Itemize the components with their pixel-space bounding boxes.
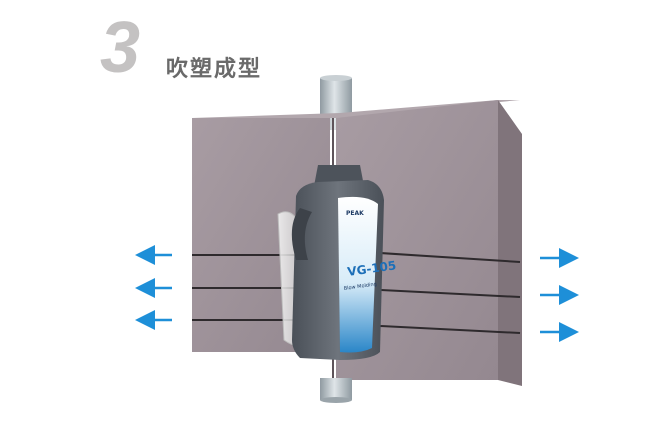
left-arrows	[135, 245, 172, 330]
step-title: 吹塑成型	[166, 57, 263, 82]
bottle-handle	[291, 208, 312, 260]
right-arrows	[540, 248, 579, 342]
pipe-bottom-cap	[320, 397, 352, 403]
label-product-code: VG-105	[346, 258, 397, 279]
bottle: PEAK VG-105 Blow Molding	[291, 165, 397, 360]
bottle-label	[338, 196, 378, 353]
pipe-bottom	[320, 378, 352, 400]
pipe-top-cap	[320, 75, 352, 81]
mold-right-side	[498, 100, 522, 386]
step-number: 3	[100, 8, 141, 88]
label-product-name: Blow Molding	[343, 281, 377, 292]
mold-right-grooves	[379, 252, 521, 334]
label-brand: PEAK	[346, 210, 364, 217]
